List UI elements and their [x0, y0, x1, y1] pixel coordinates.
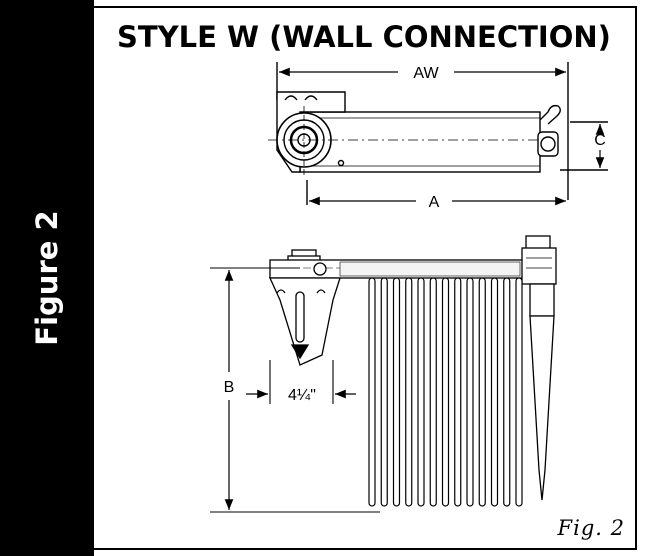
tube — [503, 277, 511, 507]
dimension-a-label: A — [429, 194, 440, 211]
tube — [441, 277, 450, 507]
dimension-b-label: B — [224, 379, 235, 396]
front-view — [268, 235, 557, 501]
dimension-b: B — [210, 267, 380, 513]
tube-bundle — [368, 277, 523, 507]
dimension-aw-label: AW — [413, 65, 439, 82]
figure-caption: Fig. 2 — [557, 516, 625, 540]
side-band: Figure 2 — [0, 0, 94, 556]
tube — [429, 277, 437, 507]
tube — [405, 277, 413, 507]
tube — [392, 277, 401, 507]
tube — [368, 277, 376, 507]
top-view — [268, 62, 608, 205]
dimension-c: C — [594, 124, 606, 168]
tube — [466, 277, 474, 507]
tube — [454, 277, 462, 507]
dimension-width: 4¼" — [246, 360, 356, 404]
dimension-c-label: C — [594, 132, 606, 149]
dimension-a: A — [309, 194, 566, 211]
tube — [515, 277, 523, 507]
tube — [490, 277, 499, 507]
figure-frame — [94, 6, 637, 550]
tube — [417, 277, 425, 507]
dimension-width-label: 4¼" — [288, 387, 316, 404]
tube — [478, 277, 486, 507]
dimension-aw: AW — [279, 65, 566, 82]
figure-title: STYLE W (WALL CONNECTION) — [117, 20, 611, 54]
tube — [380, 277, 388, 507]
